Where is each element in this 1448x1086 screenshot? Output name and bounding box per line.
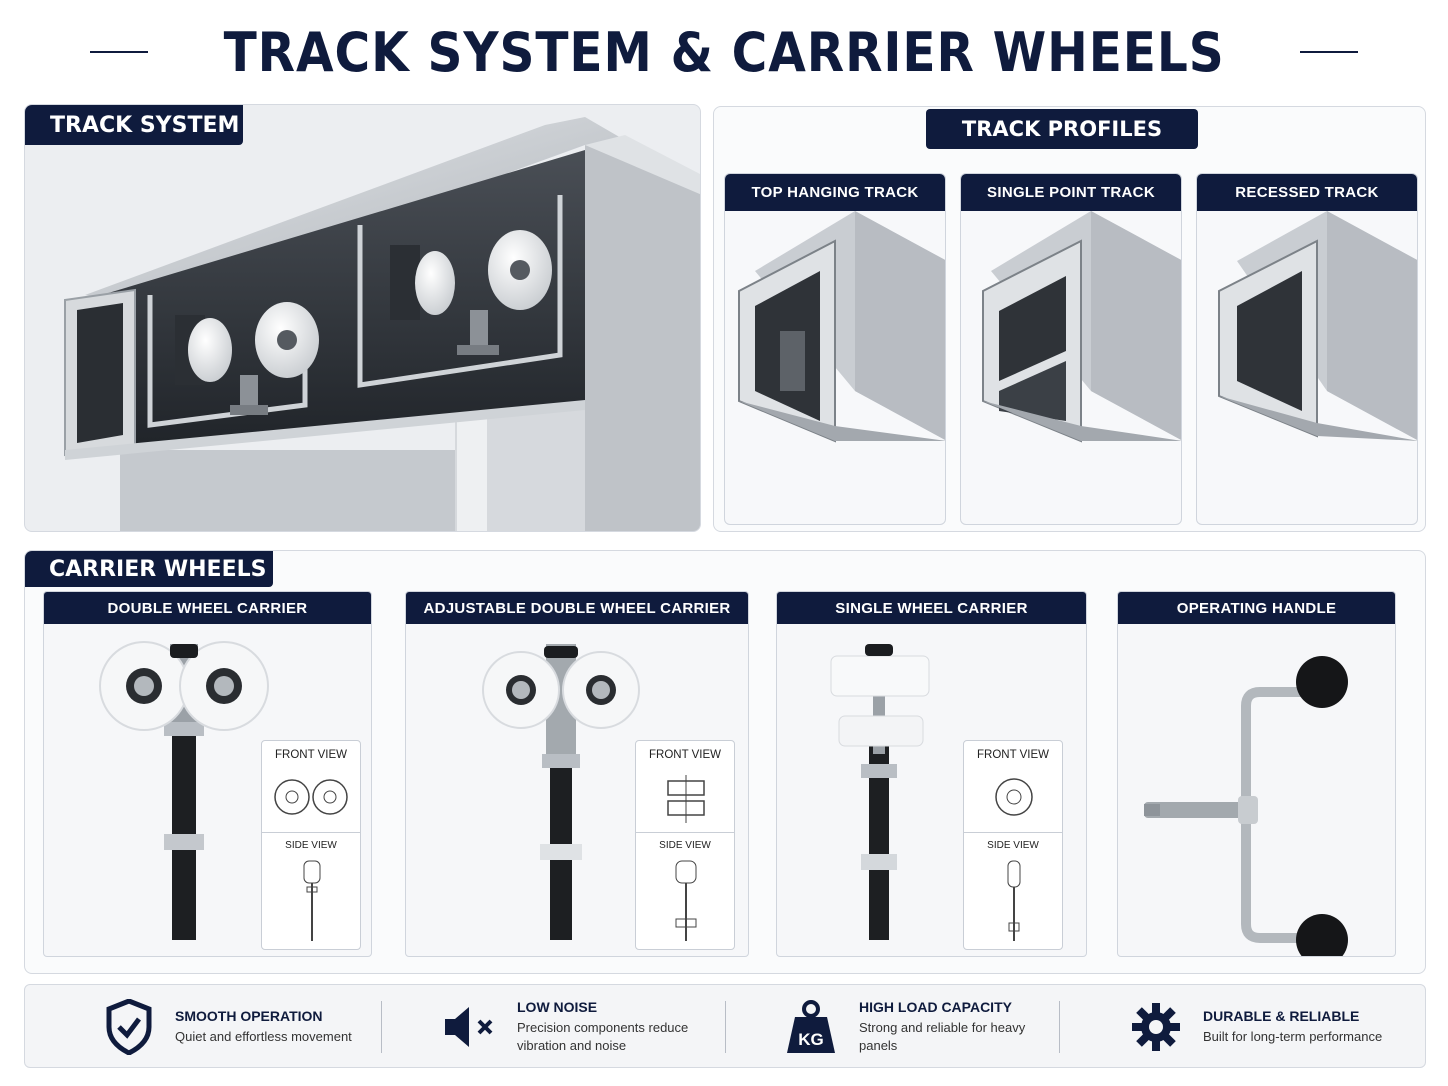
carrier-wheels-label: CARRIER WHEELS	[25, 551, 273, 587]
feature-description: Strong and reliable for heavy panels	[859, 1020, 1026, 1053]
feature-high-load-capacity: KG HIGH LOAD CAPACITY Strong and reliabl…	[785, 985, 1039, 1067]
operating-handle-illustration	[1144, 656, 1348, 956]
single-wheel-views: FRONT VIEW SIDE VIEW	[963, 740, 1063, 950]
view-divider	[262, 832, 360, 833]
track-profiles-label: TRACK PROFILES	[926, 109, 1198, 149]
feature-title: LOW NOISE	[517, 999, 598, 1015]
title-rule-left	[89, 51, 148, 53]
double-wheel-carrier-illustration	[99, 641, 269, 940]
side-view-drawing	[675, 860, 697, 941]
profile-card-recessed: RECESSED TRACK	[1196, 173, 1418, 525]
feature-smooth-operation: SMOOTH OPERATION Quiet and effortless mo…	[105, 985, 355, 1067]
double-wheel-carrier-card: DOUBLE WHEEL CARRIER FRONT VIEW SIDE VIE…	[43, 591, 372, 957]
page-title: TRACK SYSTEM & CARRIER WHEELS	[223, 20, 1225, 84]
side-view-drawing	[303, 860, 321, 941]
feature-description: Quiet and effortless movement	[175, 1029, 352, 1044]
operating-handle-card: OPERATING HANDLE	[1117, 591, 1396, 957]
single-wheel-carrier-illustration	[830, 644, 930, 940]
single-wheel-carrier-card: SINGLE WHEEL CARRIER FRONT VIEW SIDE VIE…	[776, 591, 1087, 957]
track-carrier-left	[175, 302, 319, 415]
shield-check-icon	[106, 999, 152, 1055]
feature-title: SMOOTH OPERATION	[175, 1008, 323, 1024]
front-view-label: FRONT VIEW	[977, 749, 1049, 761]
adjustable-double-wheel-carrier-card: ADJUSTABLE DOUBLE WHEEL CARRIER FRONT VI…	[405, 591, 749, 957]
feature-low-noise: LOW NOISE Precision components reduce vi…	[443, 985, 697, 1067]
weight-icon: KG	[787, 1000, 835, 1053]
profile-card-title: SINGLE POINT TRACK	[961, 174, 1181, 211]
feature-description: Built for long-term performance	[1203, 1029, 1383, 1044]
front-view-label: FRONT VIEW	[649, 749, 721, 761]
title-rule-right	[1300, 51, 1359, 53]
view-divider	[636, 832, 734, 833]
speaker-mute-icon	[445, 1007, 493, 1047]
front-view-drawing	[667, 775, 705, 823]
adjustable-double-wheel-views: FRONT VIEW SIDE VIEW	[635, 740, 735, 950]
features-strip: SMOOTH OPERATION Quiet and effortless mo…	[24, 984, 1426, 1068]
top-hanging-track-illustration	[738, 211, 945, 443]
double-wheel-carrier-title: DOUBLE WHEEL CARRIER	[44, 592, 371, 624]
single-wheel-carrier-title: SINGLE WHEEL CARRIER	[777, 592, 1086, 624]
track-carrier-right	[390, 230, 552, 355]
profile-card-single-point: SINGLE POINT TRACK	[960, 173, 1182, 525]
side-view-drawing	[1007, 860, 1021, 941]
profile-card-title: TOP HANGING TRACK	[725, 174, 945, 211]
profile-card-title: RECESSED TRACK	[1197, 174, 1417, 211]
recessed-track-illustration	[1218, 211, 1417, 441]
feature-title: HIGH LOAD CAPACITY	[859, 999, 1012, 1015]
gear-icon	[1132, 1003, 1180, 1051]
front-view-drawing	[995, 778, 1033, 816]
single-point-track-illustration	[982, 211, 1181, 443]
view-divider	[964, 832, 1062, 833]
feature-durable-reliable: DURABLE & RELIABLE Built for long-term p…	[1131, 985, 1383, 1067]
title-row: TRACK SYSTEM & CARRIER WHEELS	[0, 14, 1448, 90]
front-view-label: FRONT VIEW	[275, 749, 347, 761]
feature-title: DURABLE & RELIABLE	[1203, 1008, 1360, 1024]
adjustable-double-wheel-carrier-illustration	[482, 644, 640, 940]
profile-card-top-hanging: TOP HANGING TRACK	[724, 173, 946, 525]
front-view-drawing	[274, 779, 348, 815]
carrier-wheels-panel: CARRIER WHEELS DOUBLE WHEEL CARRIER FRON…	[24, 550, 1426, 974]
side-view-label: SIDE VIEW	[285, 840, 337, 851]
operating-handle-title: OPERATING HANDLE	[1118, 592, 1395, 624]
track-profiles-panel: TRACK PROFILES TOP HANGING TRACK SINGLE …	[713, 106, 1426, 532]
adjustable-double-wheel-carrier-title: ADJUSTABLE DOUBLE WHEEL CARRIER	[406, 592, 748, 624]
track-system-panel: TRACK SYSTEM	[24, 104, 701, 532]
side-view-label: SIDE VIEW	[659, 840, 711, 851]
double-wheel-views: FRONT VIEW SIDE VIEW	[261, 740, 361, 950]
track-system-illustration	[64, 117, 700, 531]
weight-icon-text: KG	[798, 1030, 824, 1049]
feature-divider	[381, 1001, 382, 1053]
side-view-label: SIDE VIEW	[987, 840, 1039, 851]
feature-divider	[725, 1001, 726, 1053]
feature-divider	[1059, 1001, 1060, 1053]
feature-description: Precision components reduce vibration an…	[517, 1020, 689, 1053]
track-system-label: TRACK SYSTEM	[25, 105, 243, 145]
